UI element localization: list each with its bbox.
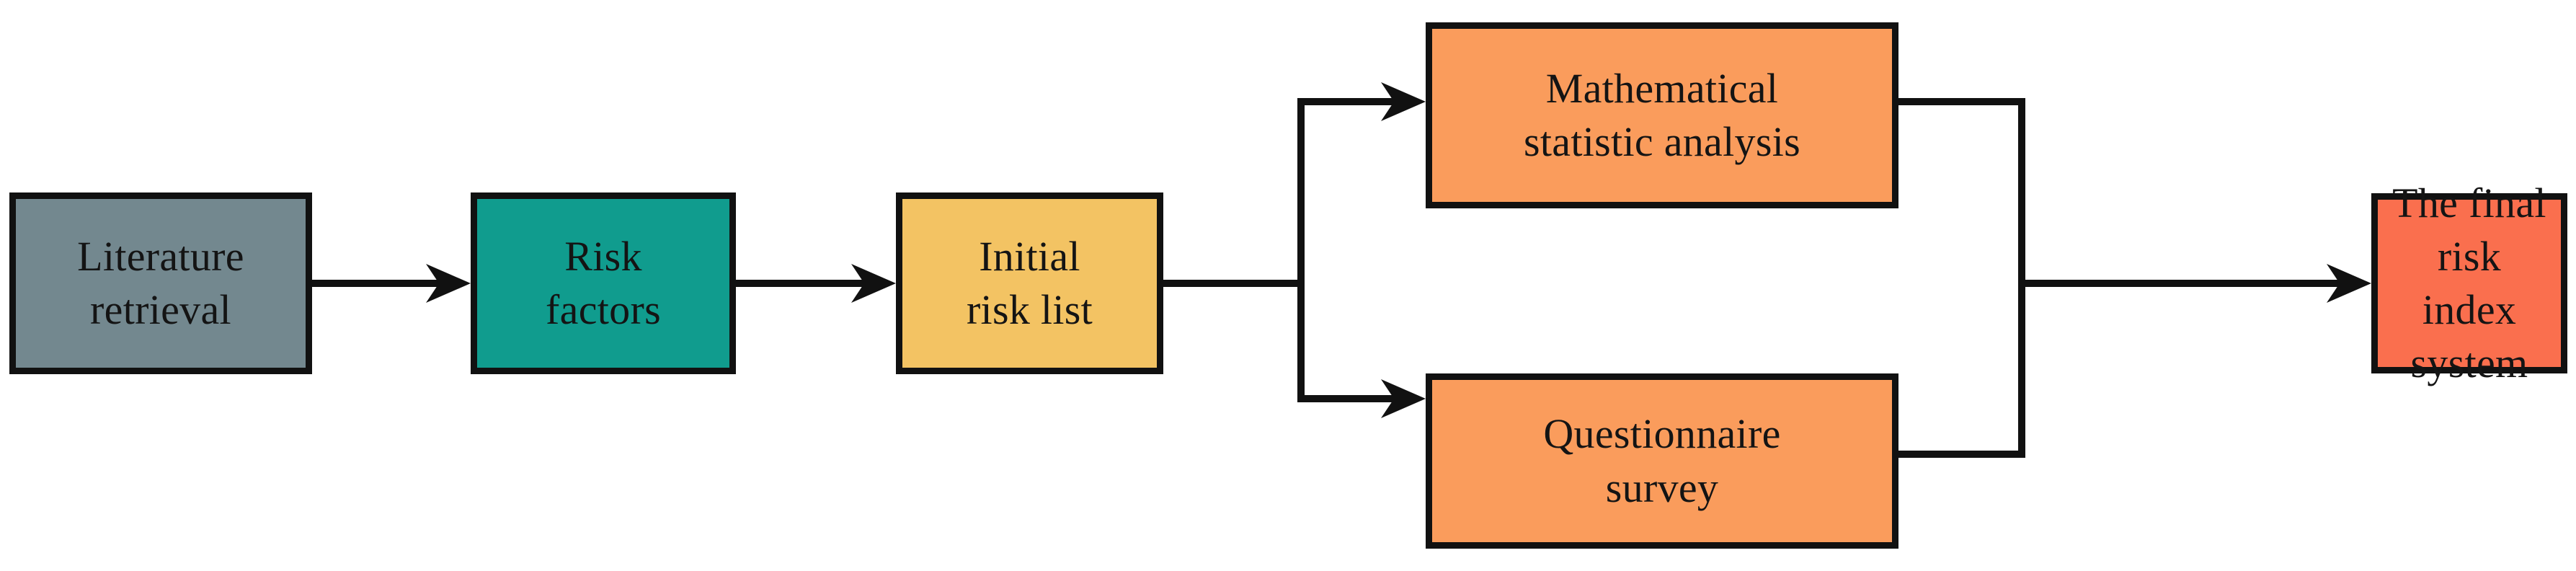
arrowhead-to-risk-factors: [426, 264, 471, 303]
node-mathematical-statistic-analysis-label: Mathematical statistic analysis: [1524, 64, 1800, 165]
arrowhead-to-questionnaire-survey: [1381, 379, 1426, 418]
arrowhead-to-mathematical-statistic-analysis: [1381, 82, 1426, 121]
node-initial-risk-list-label: Initial risk list: [966, 232, 1093, 333]
node-literature-retrieval-label: Literature retrieval: [77, 232, 244, 333]
node-risk-factors[interactable]: Risk factors: [471, 192, 736, 374]
node-final-risk-index-system[interactable]: The final risk index system: [2371, 180, 2567, 386]
node-questionnaire-survey-label: Questionnaire survey: [1543, 410, 1781, 511]
node-literature-retrieval[interactable]: Literature retrieval: [9, 192, 312, 374]
node-risk-factors-label: Risk factors: [546, 232, 661, 333]
arrowhead-to-final-risk-index-system: [2327, 264, 2371, 303]
node-final-risk-index-system-label: The final risk index system: [2392, 179, 2546, 387]
node-questionnaire-survey[interactable]: Questionnaire survey: [1426, 373, 1898, 549]
node-mathematical-statistic-analysis[interactable]: Mathematical statistic analysis: [1426, 22, 1898, 208]
node-initial-risk-list[interactable]: Initial risk list: [896, 192, 1163, 374]
arrowhead-to-initial-risk-list: [851, 264, 896, 303]
